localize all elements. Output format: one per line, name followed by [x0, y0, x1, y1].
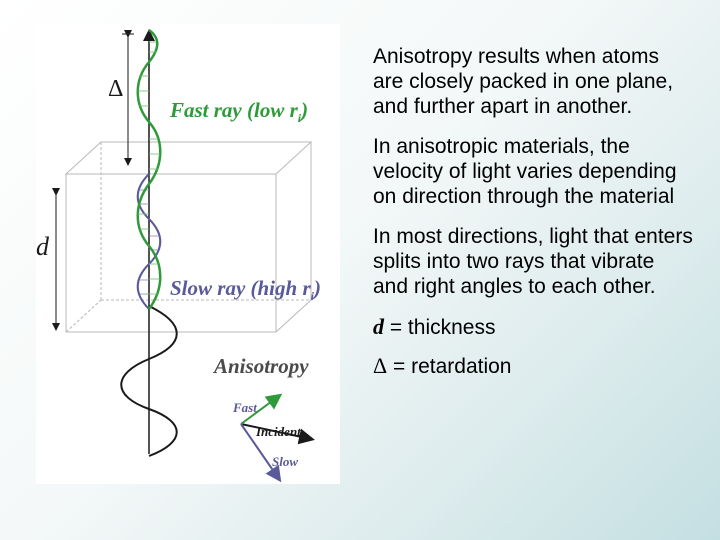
anisotropy-figure: Δ d Fast ray (low ri) Slow ray (high ri)… — [36, 24, 340, 484]
slow-ray-wave — [136, 173, 162, 310]
crystal-cube — [64, 141, 313, 333]
thickness-label: d — [36, 232, 49, 261]
fast-ray-label: Fast ray (low ri) — [170, 98, 309, 126]
incident-vector-label: Incident — [256, 424, 301, 439]
anisotropy-label: Anisotropy — [214, 354, 309, 378]
incident-wave — [120, 305, 178, 457]
explanation-text: Anisotropy results when atoms are closel… — [373, 44, 693, 392]
definition-thickness: d = thickness — [373, 314, 496, 339]
paragraph-velocity-variation: In anisotropic materials, the velocity o… — [373, 135, 677, 208]
slow-ray-label: Slow ray (high ri) — [170, 276, 321, 304]
incident-vector — [240, 423, 315, 445]
fast-vector — [240, 393, 283, 425]
fast-ray-wave — [136, 28, 162, 310]
paragraph-anisotropy-definition: Anisotropy results when atoms are closel… — [373, 45, 674, 118]
paragraph-ray-splitting: In most directions, light that enters sp… — [373, 225, 693, 298]
slow-vector-label: Slow — [272, 454, 299, 469]
slow-vector — [240, 423, 282, 483]
fast-vector-label: Fast — [233, 400, 257, 415]
definition-retardation: Δ = retardation — [373, 353, 512, 378]
delta-label: Δ — [108, 76, 124, 102]
anisotropy-diagram — [52, 28, 315, 483]
